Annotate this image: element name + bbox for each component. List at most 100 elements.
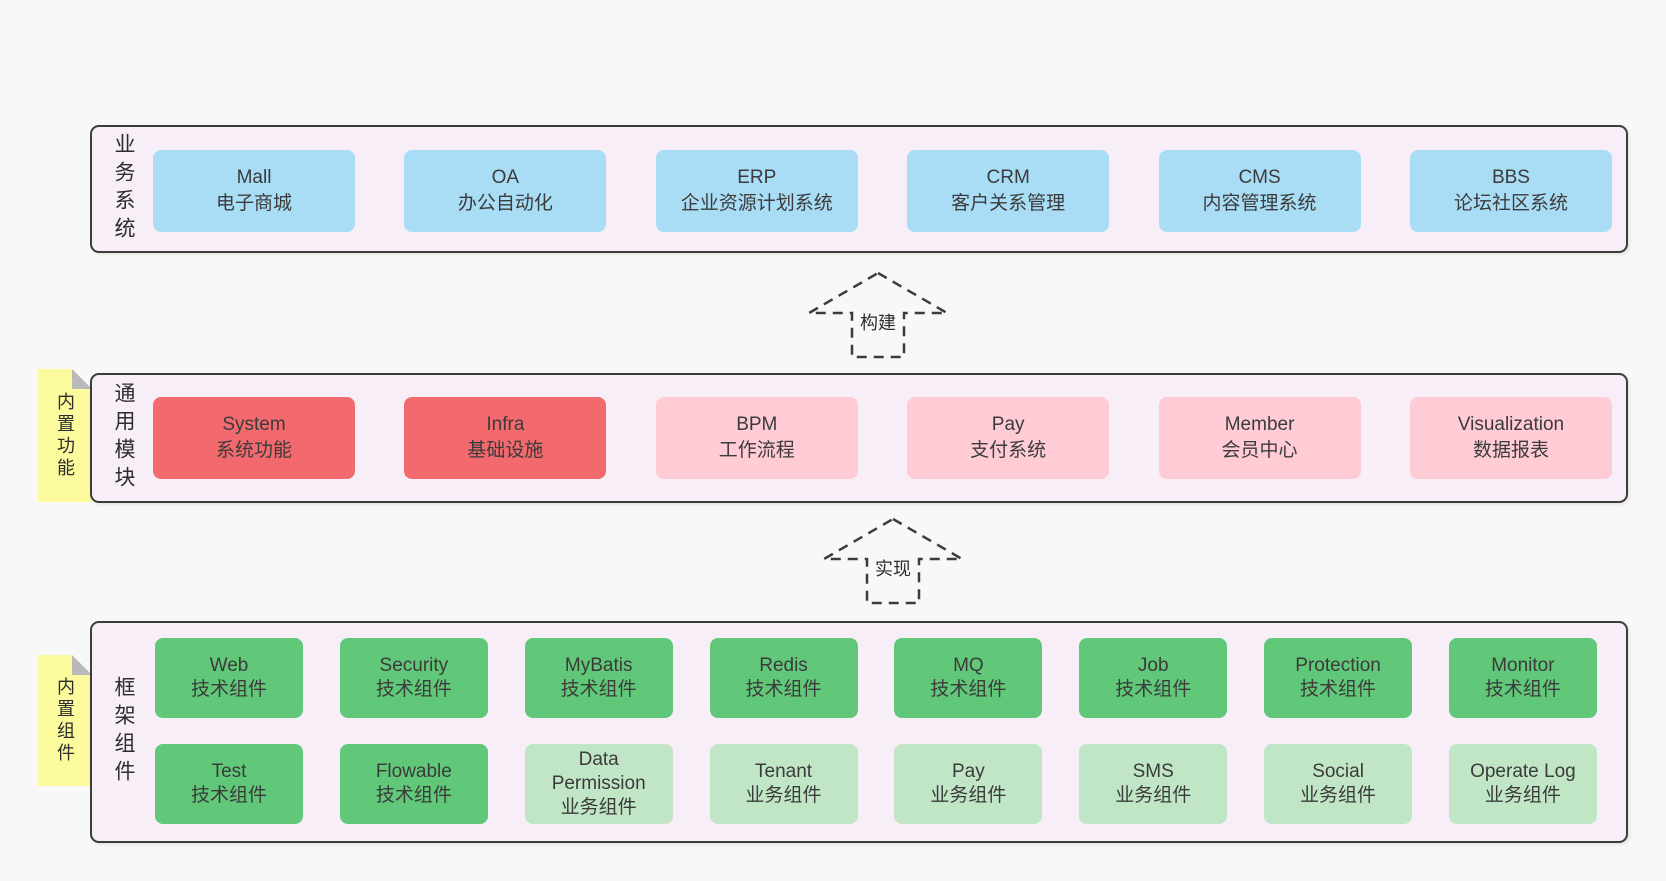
box-subtitle: 技术组件 bbox=[1484, 679, 1561, 700]
business-box-cms: CMS 内容管理系统 bbox=[1158, 150, 1361, 232]
box-subtitle: 技术组件 bbox=[375, 785, 452, 806]
box-subtitle: 业务组件 bbox=[1484, 785, 1561, 806]
build-arrow: 构建 bbox=[804, 271, 952, 359]
box-subtitle: 技术组件 bbox=[375, 679, 452, 700]
common-modules-vertical-label: 通用模块 bbox=[92, 375, 154, 501]
component-box-data-permission: Data Permission 业务组件 bbox=[524, 744, 673, 824]
box-subtitle: 工作流程 bbox=[718, 440, 795, 461]
component-box-tenant: Tenant 业务组件 bbox=[709, 744, 858, 824]
box-title: Mall bbox=[236, 167, 272, 188]
box-subtitle: 技术组件 bbox=[190, 679, 267, 700]
box-subtitle: 内容管理系统 bbox=[1202, 193, 1317, 214]
builtin-features-note-label: 内置功能 bbox=[55, 391, 75, 480]
business-box-oa: OA 办公自动化 bbox=[404, 150, 607, 232]
box-title: CRM bbox=[986, 167, 1030, 188]
box-subtitle: 技术组件 bbox=[930, 679, 1007, 700]
box-title: Security bbox=[379, 655, 449, 676]
box-subtitle: 技术组件 bbox=[745, 679, 822, 700]
box-title: Pay bbox=[952, 761, 985, 782]
component-box-pay: Pay 业务组件 bbox=[894, 744, 1043, 824]
box-title: Tenant bbox=[755, 761, 813, 782]
framework-components-vertical-label: 框架组件 bbox=[92, 623, 154, 841]
component-box-security: Security 技术组件 bbox=[339, 638, 488, 718]
box-subtitle: 客户关系管理 bbox=[951, 193, 1066, 214]
component-box-web: Web 技术组件 bbox=[155, 638, 303, 718]
up-arrow-shape bbox=[804, 271, 952, 359]
box-subtitle: 基础设施 bbox=[467, 440, 544, 461]
box-subtitle: 支付系统 bbox=[970, 440, 1047, 461]
box-subtitle: 业务组件 bbox=[560, 797, 637, 818]
component-box-mq: MQ 技术组件 bbox=[894, 638, 1043, 718]
panel-business-systems: 业务系统 Mall 电子商城 OA 办公自动化 ERP 企业资源计划系统 CRM 客户关系管理… bbox=[90, 125, 1628, 253]
component-box-test: Test 技术组件 bbox=[155, 744, 303, 824]
box-subtitle: 办公自动化 bbox=[457, 193, 553, 214]
box-title: BBS bbox=[1491, 167, 1530, 188]
implement-arrow: 实现 bbox=[819, 517, 967, 605]
framework-components-label-text: 框架组件 bbox=[112, 676, 135, 788]
box-subtitle: 技术组件 bbox=[1115, 679, 1192, 700]
box-title: Pay bbox=[991, 414, 1025, 435]
business-box-bbs: BBS 论坛社区系统 bbox=[1409, 150, 1612, 232]
box-subtitle: 企业资源计划系统 bbox=[680, 193, 833, 214]
box-title: System bbox=[222, 414, 286, 435]
component-box-monitor: Monitor 技术组件 bbox=[1448, 638, 1597, 718]
box-title: ERP bbox=[737, 167, 777, 188]
box-title: Member bbox=[1224, 414, 1295, 435]
business-systems-label-text: 业务系统 bbox=[112, 133, 135, 245]
component-box-redis: Redis 技术组件 bbox=[709, 638, 858, 718]
component-box-social: Social 业务组件 bbox=[1264, 744, 1413, 824]
box-title: BPM bbox=[736, 414, 778, 435]
business-boxes-row: Mall 电子商城 OA 办公自动化 ERP 企业资源计划系统 CRM 客户关系管理 CMS 内容… bbox=[153, 150, 1612, 232]
component-box-protection: Protection 技术组件 bbox=[1264, 638, 1413, 718]
box-subtitle: 技术组件 bbox=[560, 679, 637, 700]
box-title: Web bbox=[209, 655, 249, 676]
box-subtitle: 技术组件 bbox=[190, 785, 267, 806]
box-title: Operate Log bbox=[1470, 761, 1576, 782]
box-subtitle: 业务组件 bbox=[745, 785, 822, 806]
box-subtitle: 技术组件 bbox=[1300, 679, 1377, 700]
module-box-system: System 系统功能 bbox=[153, 397, 355, 479]
builtin-features-note: 内置功能 bbox=[38, 369, 92, 502]
box-subtitle: 论坛社区系统 bbox=[1453, 193, 1568, 214]
box-title: Visualization bbox=[1457, 414, 1565, 435]
box-subtitle: 业务组件 bbox=[930, 785, 1007, 806]
module-box-visualization: Visualization 数据报表 bbox=[1409, 397, 1612, 479]
box-subtitle: 业务组件 bbox=[1300, 785, 1377, 806]
box-title: Redis bbox=[759, 655, 808, 676]
box-subtitle: 数据报表 bbox=[1472, 440, 1549, 461]
box-title: Test bbox=[211, 761, 247, 782]
build-arrow-label: 构建 bbox=[857, 309, 899, 335]
business-box-crm: CRM 客户关系管理 bbox=[907, 150, 1110, 232]
box-title: Protection bbox=[1295, 655, 1381, 676]
box-title: MQ bbox=[953, 655, 984, 676]
box-title: OA bbox=[491, 167, 520, 188]
builtin-components-note: 内置组件 bbox=[38, 655, 92, 786]
business-box-mall: Mall 电子商城 bbox=[153, 150, 355, 232]
box-title: Social bbox=[1312, 761, 1364, 782]
builtin-components-note-label: 内置组件 bbox=[55, 676, 75, 765]
component-box-job: Job 技术组件 bbox=[1079, 638, 1228, 718]
box-title: Data Permission bbox=[551, 749, 646, 794]
box-title: CMS bbox=[1238, 167, 1281, 188]
box-subtitle: 系统功能 bbox=[215, 440, 292, 461]
implement-arrow-label: 实现 bbox=[872, 555, 914, 581]
box-subtitle: 业务组件 bbox=[1115, 785, 1192, 806]
box-title: Job bbox=[1137, 655, 1169, 676]
module-box-bpm: BPM 工作流程 bbox=[655, 397, 858, 479]
box-title: Monitor bbox=[1491, 655, 1555, 676]
common-modules-label-text: 通用模块 bbox=[112, 382, 135, 494]
business-systems-vertical-label: 业务系统 bbox=[92, 127, 154, 251]
module-box-pay: Pay 支付系统 bbox=[907, 397, 1110, 479]
box-subtitle: 电子商城 bbox=[215, 193, 292, 214]
